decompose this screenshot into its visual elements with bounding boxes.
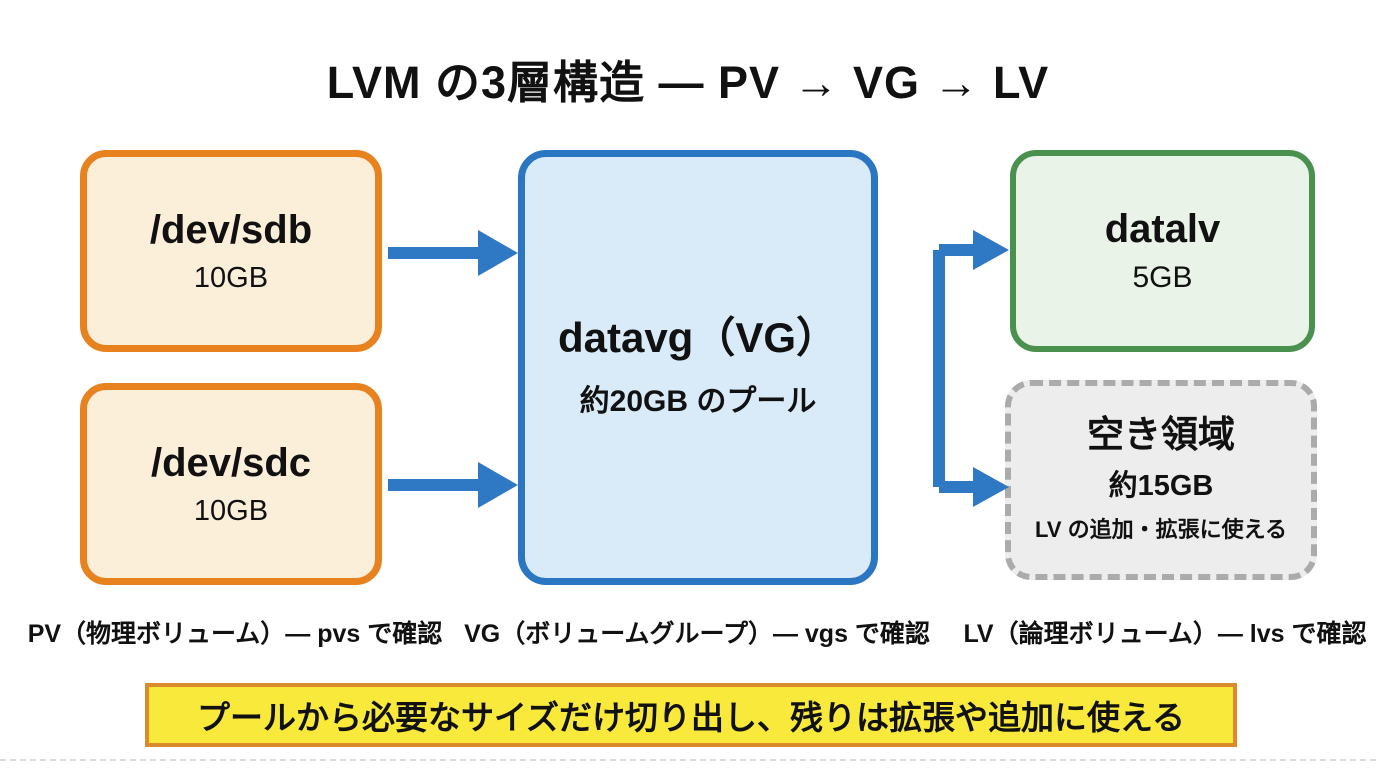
lv-layer-caption: LV（論理ボリューム）— lvs で確認 [963,620,1367,648]
free-space-note: LV の追加・拡張に使える [1035,517,1287,543]
pv-box-sdb-name: /dev/sdb [149,207,313,252]
pv-layer-caption: PV（物理ボリューム）— pvs で確認 [27,620,443,648]
vg-layer-caption: VG（ボリュームグループ）— vgs で確認 [464,620,930,648]
summary-banner: プールから必要なサイズだけ切り出し、残りは拡張や追加に使える [145,683,1237,747]
page-title: LVM の3層構造 — PV → VG → LV [326,57,1050,108]
summary-banner-text: プールから必要なサイズだけ切り出し、残りは拡張や追加に使える [196,699,1186,736]
pv-box-sdc-size: 10GB [193,494,269,527]
lv-box-datalv: datalv 5GB [1010,150,1315,352]
arrow-right-icon-sdb-to-vg [388,230,518,276]
vg-to-lv-branch-connector-icon [933,230,1009,507]
free-space-box: 空き領域 約15GB LV の追加・拡張に使える [1005,380,1317,580]
lv-box-name: datalv [1104,207,1221,251]
vg-box-desc: 約20GB のプール [579,384,817,418]
pv-box-sdc: /dev/sdc 10GB [80,383,382,585]
lv-box-size: 5GB [1132,261,1193,294]
pv-box-sdc-name: /dev/sdc [150,440,312,485]
bottom-divider [0,759,1376,761]
pv-box-sdb-size: 10GB [193,261,269,294]
vg-box-name: datavg（VG） [557,314,839,362]
arrow-right-icon-sdc-to-vg [388,462,518,508]
pv-box-sdb: /dev/sdb 10GB [80,150,382,352]
vg-box: datavg（VG） 約20GB のプール [518,150,878,585]
free-space-size: 約15GB [1108,470,1214,503]
free-space-name: 空き領域 [1087,413,1235,455]
